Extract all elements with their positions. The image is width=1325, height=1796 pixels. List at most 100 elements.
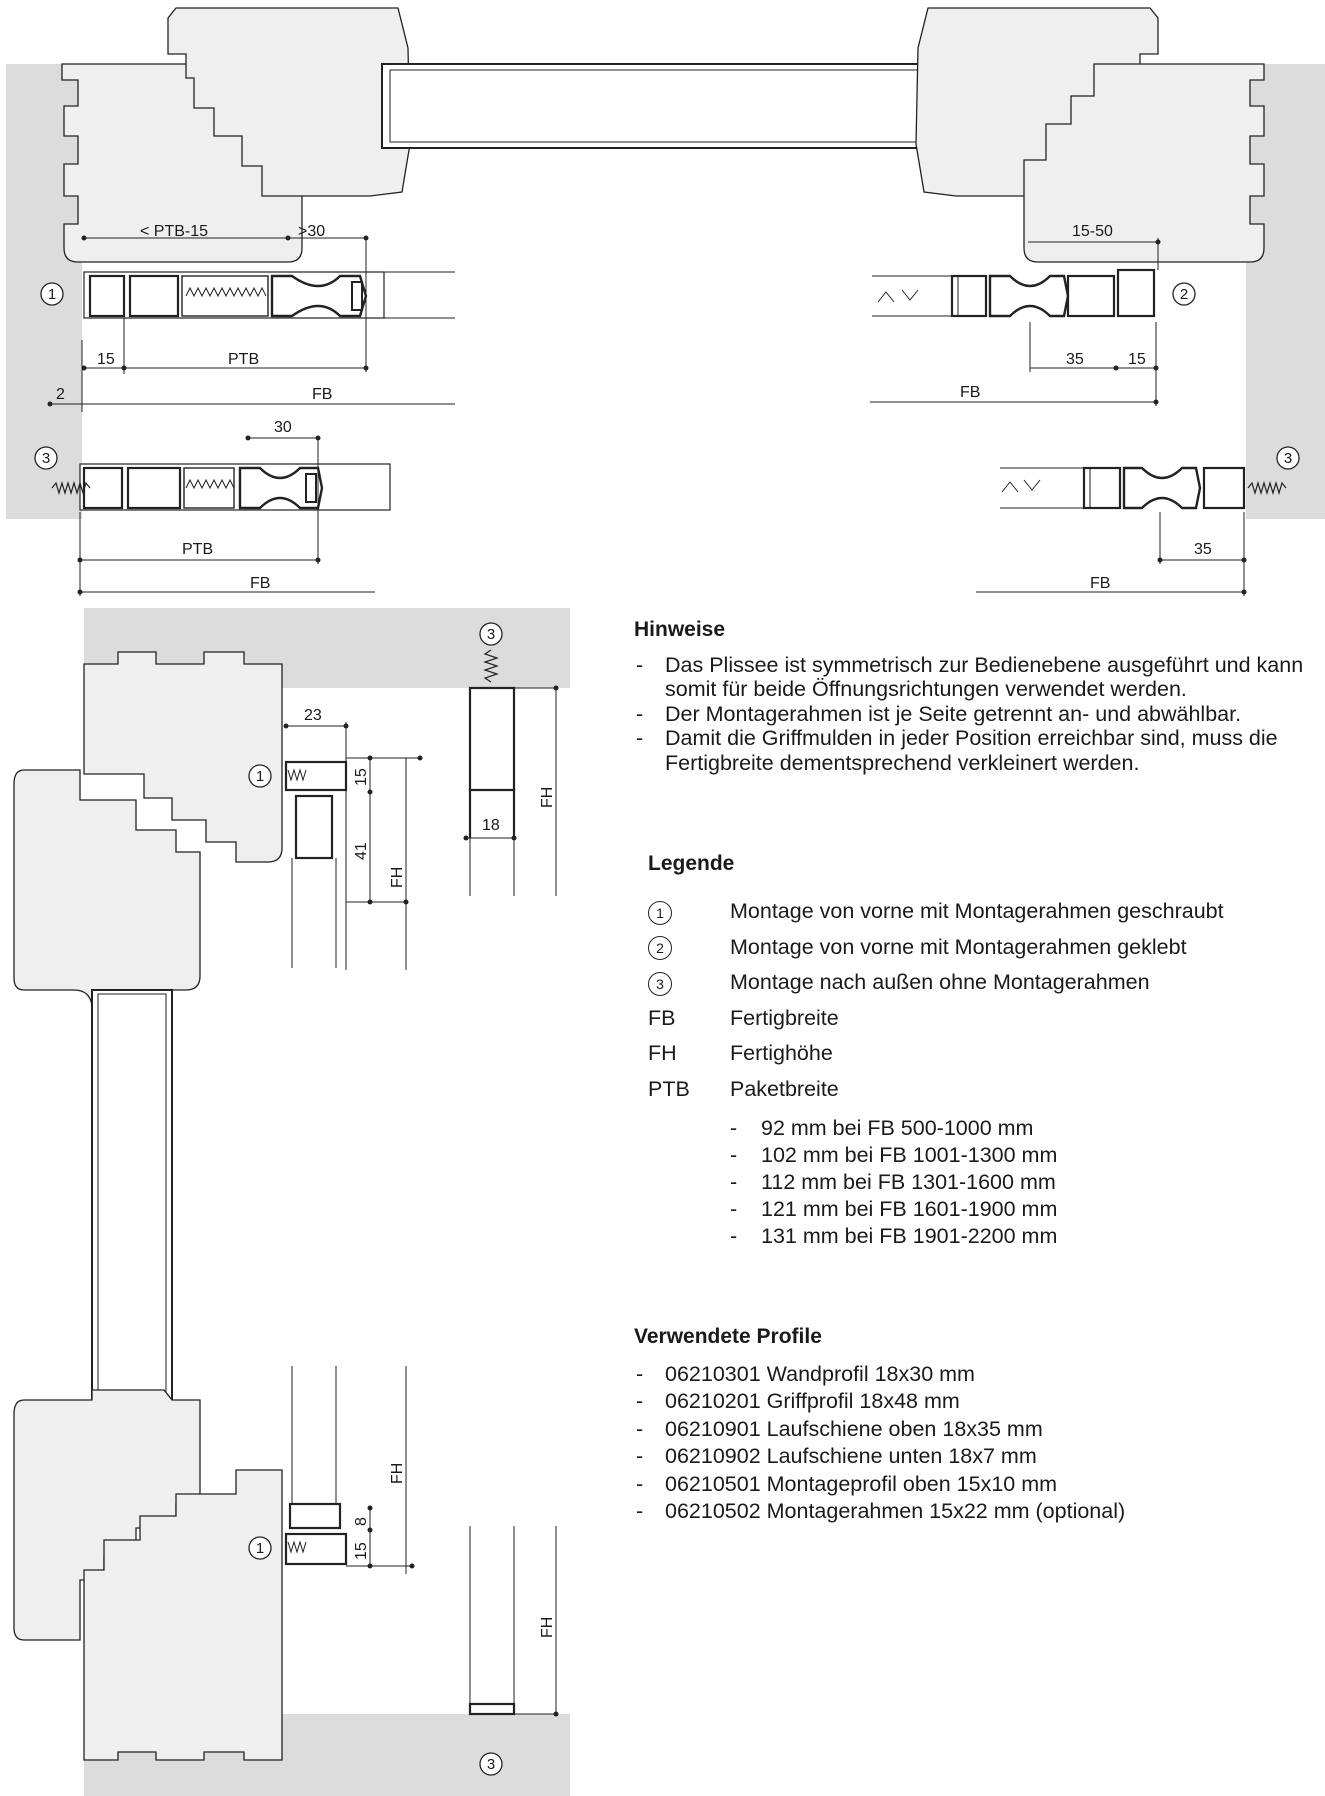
callout-3-head: 3 (479, 622, 503, 646)
callout-2: 2 (1172, 282, 1196, 306)
dim-23: 23 (304, 707, 322, 724)
top-section-view (6, 7, 1325, 596)
ptb-list-item: 131 mm bei FB 1901-2200 mm (730, 1223, 1308, 1250)
legend-row: FH Fertighöhe (648, 1036, 1308, 1072)
callout-1-top: 1 (40, 282, 64, 306)
dim-ptb-lower: PTB (182, 541, 213, 558)
frame-sill (83, 1469, 283, 1761)
dim-15-vert-head: 15 (353, 768, 370, 786)
dim-ptb-minus-15: < PTB-15 (140, 223, 208, 240)
legend-text: Montage von vorne mit Montagerahmen gekl… (730, 934, 1187, 959)
dim-gt30: >30 (298, 223, 325, 240)
hinweise-section: Hinweise Das Plissee ist symmetrisch zur… (634, 618, 1324, 775)
ptb-list-item: 121 mm bei FB 1601-1900 mm (730, 1196, 1308, 1223)
frame-head (83, 651, 283, 863)
sill-assembly-1 (284, 1366, 348, 1566)
callout-1-sill: 1 (248, 1536, 272, 1560)
legend-key: PTB (648, 1076, 690, 1101)
profile-title: Verwendete Profile (634, 1325, 822, 1348)
wall-right (1246, 64, 1325, 519)
dim-15-50: 15-50 (1072, 223, 1113, 240)
legend-key: 3 (648, 971, 672, 996)
glazing (381, 63, 949, 149)
legend-text: Montage von vorne mit Montagerahmen gesc… (730, 899, 1224, 924)
legende-title: Legende (648, 852, 735, 875)
dim-fb-top-right: FB (960, 384, 980, 401)
svg-text:1: 1 (256, 768, 264, 785)
callouts: 1 2 3 3 3 1 1 3 (34, 282, 1300, 1776)
legend-key: 1 (648, 900, 672, 925)
hinweise-item: Damit die Griffmulden in jeder Position … (634, 726, 1324, 775)
legend-key: FH (648, 1041, 677, 1066)
dim-2: 2 (56, 386, 65, 403)
glazing-vertical (91, 989, 173, 1401)
profile-item: 06210502 Montagerahmen 15x22 mm (optiona… (634, 1498, 1324, 1526)
dim-18: 18 (482, 817, 500, 834)
legend-row: 3 Montage nach außen ohne Montagerahmen (648, 965, 1308, 1001)
profile-assembly-3-right (1000, 466, 1287, 510)
dim-15-right: 15 (1128, 351, 1146, 368)
head-assembly-3 (468, 649, 516, 896)
profile-assembly-3-left (51, 463, 391, 511)
legend-row: 1 Montage von vorne mit Montagerahmen ge… (648, 894, 1308, 930)
legend-text: Fertighöhe (730, 1041, 833, 1066)
svg-text:3: 3 (487, 1756, 495, 1773)
legend-row: 2 Montage von vorne mit Montagerahmen ge… (648, 930, 1308, 966)
profile-section: Verwendete Profile 06210301 Wandprofil 1… (634, 1323, 1324, 1526)
svg-text:3: 3 (487, 626, 495, 643)
window-frame-right (1023, 63, 1265, 263)
profile-item: 06210201 Griffprofil 18x48 mm (634, 1388, 1324, 1416)
legende-section: Legende 1 Montage von vorne mit Montager… (648, 852, 1308, 1250)
head-assembly-1 (284, 760, 348, 968)
profile-item: 06210301 Wandprofil 18x30 mm (634, 1361, 1324, 1389)
svg-text:2: 2 (1180, 286, 1188, 303)
dim-8: 8 (353, 1517, 370, 1526)
dim-fh-sill-3: FH (539, 1617, 556, 1638)
dim-fb-lower-left: FB (250, 575, 270, 592)
dim-fb-lower-right: FB (1090, 575, 1110, 592)
legend-key: FB (648, 1005, 676, 1030)
profile-assembly-2 (872, 268, 1156, 318)
callout-3-right: 3 (1276, 446, 1300, 470)
dim-fb-top-left: FB (312, 386, 332, 403)
ptb-list: 92 mm bei FB 500-1000 mm 102 mm bei FB 1… (648, 1115, 1308, 1250)
dim-fh-head-1: FH (389, 867, 406, 888)
legend-row: FB Fertigbreite (648, 1001, 1308, 1037)
callout-3-sill: 3 (479, 1752, 503, 1776)
callout-1-head: 1 (248, 764, 272, 788)
dim-ptb-top: PTB (228, 351, 259, 368)
profile-list: 06210301 Wandprofil 18x30 mm 06210201 Gr… (634, 1361, 1324, 1526)
dim-fh-head-3: FH (539, 787, 556, 808)
profile-item: 06210501 Montageprofil oben 15x10 mm (634, 1471, 1324, 1499)
hinweise-item: Das Plissee ist symmetrisch zur Bedieneb… (634, 653, 1324, 702)
legend-row: PTB Paketbreite (648, 1072, 1308, 1108)
dim-30: 30 (274, 419, 292, 436)
profile-item: 06210901 Laufschiene oben 18x35 mm (634, 1416, 1324, 1444)
dim-41: 41 (353, 842, 370, 860)
svg-text:3: 3 (1284, 450, 1292, 467)
dim-35-top: 35 (1066, 351, 1084, 368)
svg-text:1: 1 (48, 286, 56, 303)
profile-assembly-1 (83, 271, 385, 319)
ptb-list-item: 112 mm bei FB 1301-1600 mm (730, 1169, 1308, 1196)
legend-text: Fertigbreite (730, 1005, 839, 1030)
hinweise-item: Der Montagerahmen ist je Seite getrennt … (634, 702, 1324, 727)
dimension-labels: < PTB-15 >30 15 PTB 2 FB 30 PTB FB 15-50… (56, 223, 1212, 1638)
profile-item: 06210902 Laufschiene unten 18x7 mm (634, 1443, 1324, 1471)
dim-35-lower: 35 (1194, 541, 1212, 558)
hinweise-list: Das Plissee ist symmetrisch zur Bedieneb… (634, 653, 1324, 776)
svg-text:3: 3 (42, 450, 50, 467)
dim-15-vert-sill: 15 (353, 1542, 370, 1560)
callout-3-left: 3 (34, 446, 58, 470)
legend-text: Montage nach außen ohne Montagerahmen (730, 970, 1150, 995)
dim-fh-sill-1: FH (389, 1463, 406, 1484)
dim-15-left: 15 (97, 351, 115, 368)
legend-key: 2 (648, 936, 672, 961)
ptb-list-item: 92 mm bei FB 500-1000 mm (730, 1115, 1308, 1142)
svg-text:1: 1 (256, 1540, 264, 1557)
legend-text: Paketbreite (730, 1076, 839, 1101)
sill-assembly-3 (468, 1526, 516, 1716)
vertical-section-view (13, 608, 570, 1796)
hinweise-title: Hinweise (634, 618, 726, 641)
